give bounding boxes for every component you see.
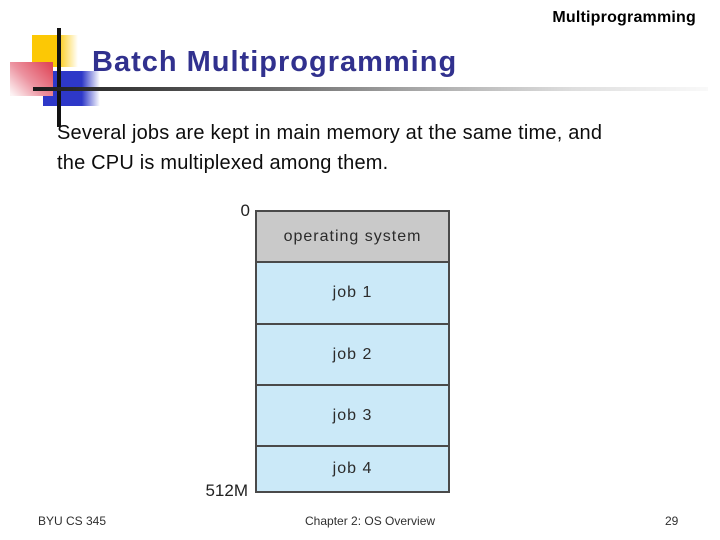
logo-yellow-square — [32, 35, 78, 67]
title-underline-rule — [33, 87, 708, 91]
memory-section-job3: job 3 — [257, 386, 448, 447]
body-text-line-1: Several jobs are kept in main memory at … — [57, 122, 603, 144]
footer-page-number: 29 — [665, 514, 679, 528]
memory-address-bottom-label: 512M — [205, 481, 248, 500]
slide-title: Batch Multiprogramming — [92, 46, 458, 78]
body-text-line-2: the CPU is multiplexed among them. — [57, 152, 389, 174]
footer-course-label: BYU CS 345 — [38, 514, 107, 528]
memory-section-job1: job 1 — [257, 263, 448, 325]
memory-section-os: operating system — [257, 212, 448, 263]
memory-section-job4: job 4 — [257, 447, 448, 491]
memory-section-job2: job 2 — [257, 325, 448, 386]
logo-vertical-line — [57, 28, 61, 127]
memory-address-top-label: 0 — [240, 201, 250, 220]
footer-chapter-label: Chapter 2: OS Overview — [305, 514, 436, 528]
slide-set-title: Multiprogramming — [552, 9, 696, 26]
memory-box: operating system job 1 job 2 job 3 job 4 — [255, 210, 450, 493]
